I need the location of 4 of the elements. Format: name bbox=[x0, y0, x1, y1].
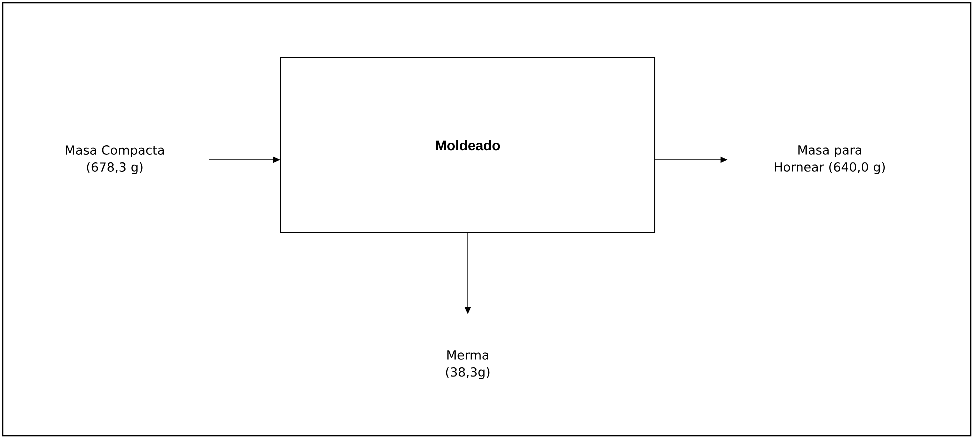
flow-label: Masa Compacta (678,3 g) bbox=[66, 146, 164, 174]
process-box: Moldeado bbox=[280, 58, 656, 234]
flow-label: Masa para Hornear (640,0 g) bbox=[775, 146, 886, 174]
flow-label: Merma (38,3g) bbox=[446, 350, 490, 380]
